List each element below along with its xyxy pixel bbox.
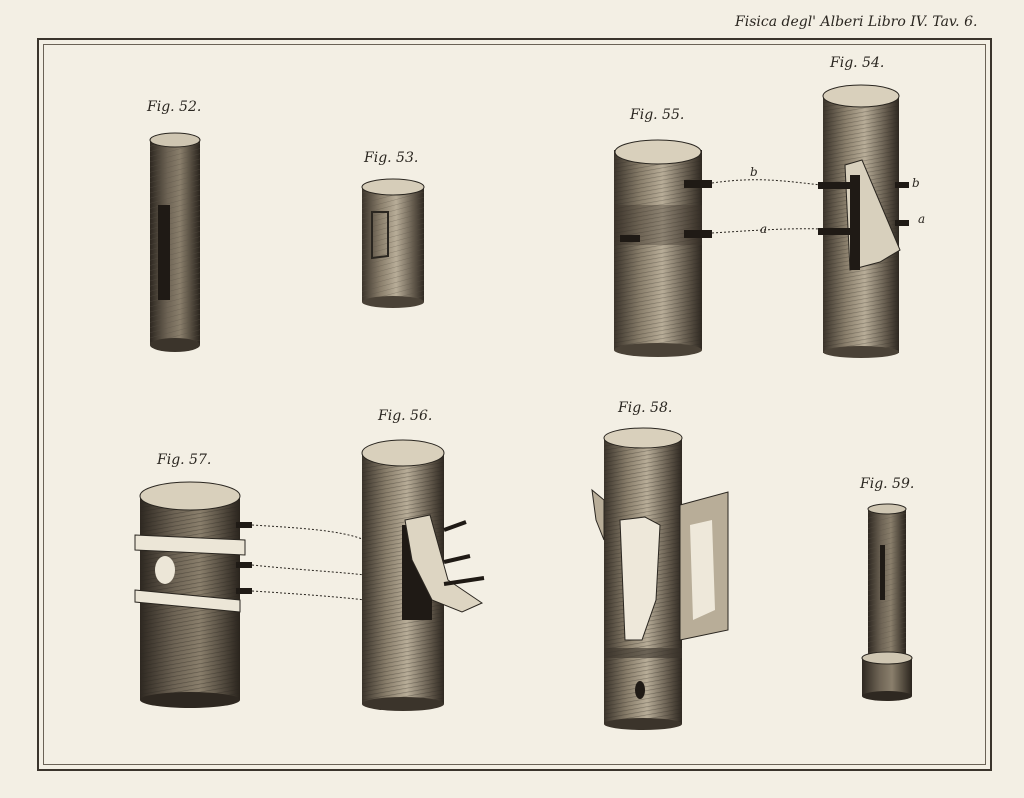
figure-label-54: Fig. 54. bbox=[830, 55, 885, 71]
figure-label-56: Fig. 56. bbox=[378, 408, 433, 424]
thread-letter-b-left: b bbox=[750, 165, 758, 179]
figure-52-branch bbox=[149, 132, 201, 352]
figure-57-branch bbox=[134, 481, 252, 708]
figure-54-branch bbox=[818, 84, 909, 358]
thread-letter-a-left: a bbox=[760, 222, 768, 236]
figure-58-branch bbox=[591, 427, 729, 730]
figure-59-branch bbox=[861, 503, 913, 701]
figure-label-53: Fig. 53. bbox=[364, 150, 419, 166]
figure-label-55: Fig. 55. bbox=[630, 107, 685, 123]
plate-header: Fisica degl' Alberi Libro IV. Tav. 6. bbox=[735, 14, 978, 30]
figure-56-branch bbox=[361, 439, 485, 711]
plate-border-outer bbox=[37, 38, 992, 771]
figure-label-52: Fig. 52. bbox=[147, 99, 202, 115]
thread-letter-b-right: b bbox=[912, 176, 920, 190]
threads-57-56 bbox=[251, 524, 366, 601]
figure-label-58: Fig. 58. bbox=[618, 400, 673, 416]
figure-53-branch bbox=[361, 178, 425, 308]
thread-letter-a-right: a bbox=[918, 212, 926, 226]
figure-55-branch bbox=[614, 139, 712, 357]
plate-border-inner bbox=[43, 44, 986, 765]
figure-label-57: Fig. 57. bbox=[157, 452, 212, 468]
figure-label-59: Fig. 59. bbox=[860, 476, 915, 492]
threads-55-54 bbox=[711, 179, 823, 234]
